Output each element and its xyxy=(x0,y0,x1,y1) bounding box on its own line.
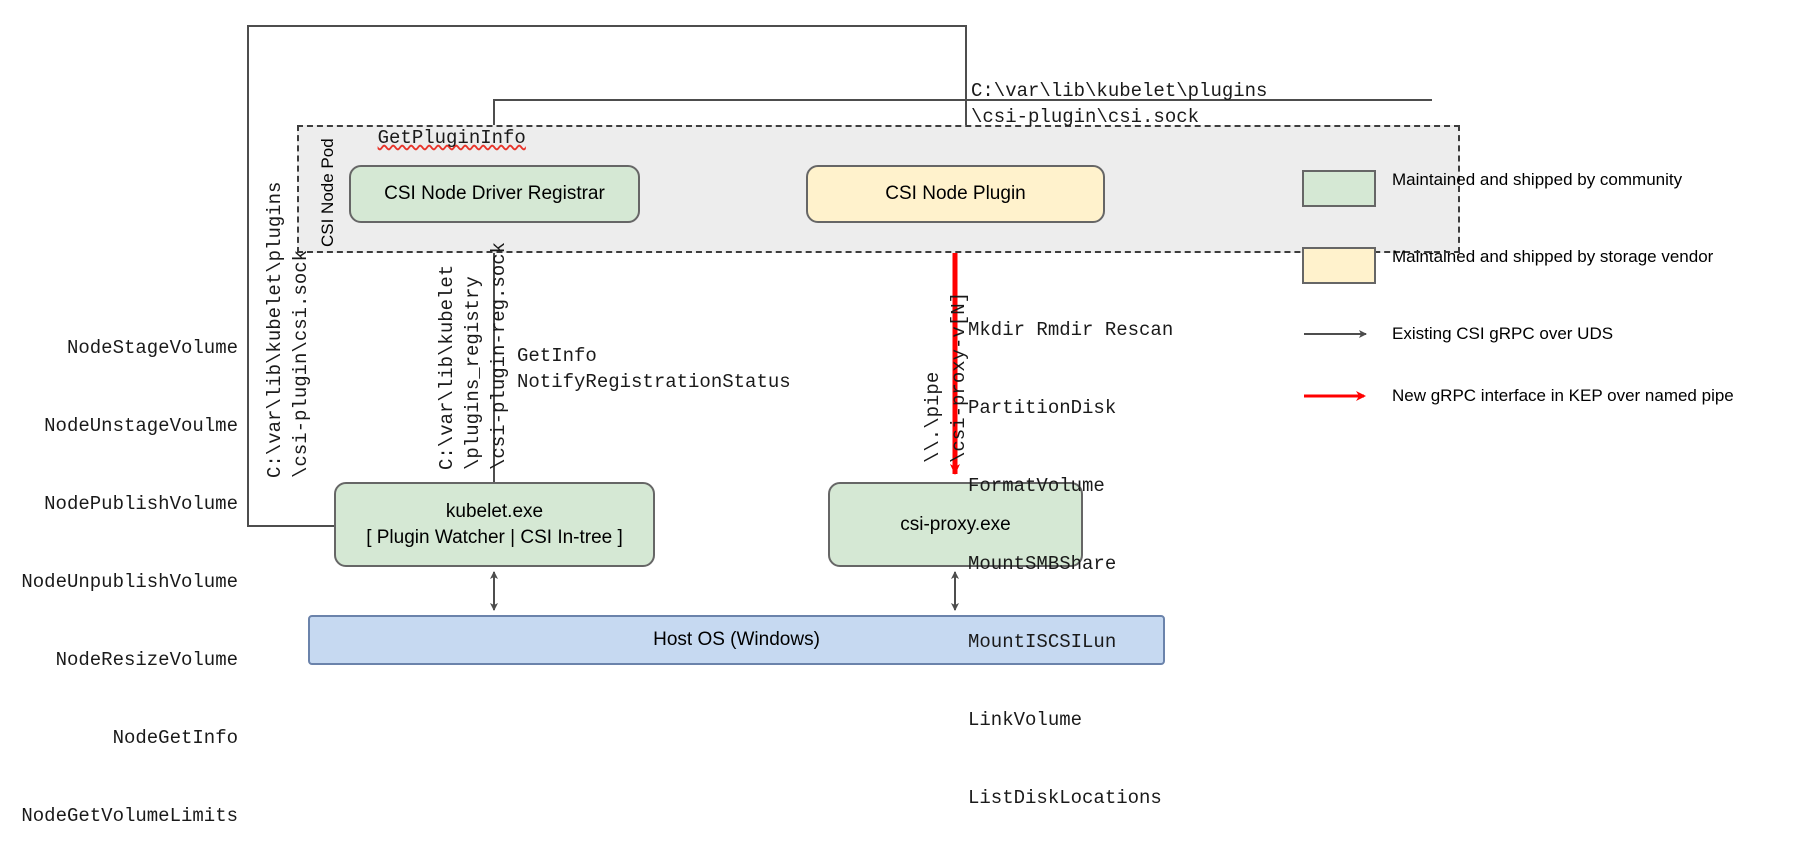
list-node-service-calls: NodeStageVolume NodeUnstageVoulme NodePu… xyxy=(10,283,238,842)
legend-swatch-green-wrap xyxy=(1300,168,1378,207)
legend-label-vendor: Maintained and shipped by storage vendor xyxy=(1392,247,1714,266)
legend-item-new-grpc: New gRPC interface in KEP over named pip… xyxy=(1300,384,1800,408)
csi-proxy-call-item: PartitionDisk xyxy=(968,397,1117,419)
legend-arrow-red-wrap xyxy=(1300,384,1378,406)
legend-swatch-green-icon xyxy=(1302,170,1376,207)
legend: Maintained and shipped by community Main… xyxy=(1300,168,1800,446)
legend-arrow-gray-wrap xyxy=(1300,322,1378,344)
legend-item-community: Maintained and shipped by community xyxy=(1300,168,1800,207)
box-kubelet-exe-sublabel: [ Plugin Watcher | CSI In-tree ] xyxy=(366,526,623,548)
node-call-item: NodeUnpublishVolume xyxy=(21,571,238,593)
label-plugin-socket-path: C:\var\lib\kubelet\plugins \csi-plugin\c… xyxy=(971,80,1268,128)
box-kubelet-exe[interactable]: kubelet.exe [ Plugin Watcher | CSI In-tr… xyxy=(334,482,655,567)
node-call-item: NodeGetVolumeLimits xyxy=(21,805,238,827)
legend-label-community: Maintained and shipped by community xyxy=(1392,170,1683,189)
node-call-item: NodeResizeVolume xyxy=(55,649,238,671)
list-csi-proxy-calls: Mkdir Rmdir Rescan PartitionDisk FormatV… xyxy=(968,265,1173,842)
label-get-plugin-info-text: GetPluginInfo xyxy=(377,127,526,149)
box-csi-proxy-exe[interactable]: csi-proxy.exe xyxy=(828,482,1083,567)
box-csi-proxy-exe-label: csi-proxy.exe xyxy=(900,513,1011,535)
label-csi-socket-path-vertical: C:\var\lib\kubelet\plugins \csi-plugin\c… xyxy=(264,181,312,478)
label-get-plugin-info: GetPluginInfo xyxy=(332,99,526,177)
csi-proxy-call-item: Mkdir Rmdir Rescan xyxy=(968,319,1174,341)
node-call-item: NodeGetInfo xyxy=(112,727,238,749)
box-csi-node-plugin[interactable]: CSI Node Plugin xyxy=(806,165,1105,223)
label-registration-calls: GetInfo NotifyRegistrationStatus xyxy=(517,345,791,393)
legend-item-existing-grpc: Existing CSI gRPC over UDS xyxy=(1300,322,1800,346)
node-call-item: NodeStageVolume xyxy=(66,337,238,359)
csi-proxy-call-item: FormatVolume xyxy=(968,475,1105,497)
csi-proxy-call-item: MountSMBShare xyxy=(968,553,1117,575)
box-host-os[interactable]: Host OS (Windows) xyxy=(308,615,1165,665)
node-call-item: NodeUnstageVoulme xyxy=(44,415,238,437)
legend-arrow-gray-icon xyxy=(1304,330,1367,338)
legend-label-existing-grpc: Existing CSI gRPC over UDS xyxy=(1392,324,1614,343)
box-kubelet-exe-label: kubelet.exe xyxy=(445,500,544,522)
box-csi-node-plugin-label: CSI Node Plugin xyxy=(885,183,1026,204)
node-call-item: NodePublishVolume xyxy=(44,493,238,515)
csi-proxy-call-item: MountISCSILun xyxy=(968,631,1117,653)
csi-proxy-call-item: ListDiskLocations xyxy=(968,787,1162,809)
box-host-os-label: Host OS (Windows) xyxy=(653,629,820,650)
box-csi-node-driver-registrar[interactable]: CSI Node Driver Registrar xyxy=(349,165,640,223)
label-registry-socket-path-vertical: C:\var\lib\kubelet \plugins_registry \cs… xyxy=(436,241,510,470)
legend-item-vendor: Maintained and shipped by storage vendor xyxy=(1300,245,1800,284)
label-named-pipe-vertical: \\.\pipe \csi-proxy-v[N] xyxy=(922,291,970,463)
legend-arrow-red-icon xyxy=(1304,391,1366,401)
legend-swatch-yellow-wrap xyxy=(1300,245,1378,284)
box-csi-node-driver-registrar-label: CSI Node Driver Registrar xyxy=(384,183,605,204)
csi-proxy-call-item: LinkVolume xyxy=(968,709,1083,731)
legend-swatch-yellow-icon xyxy=(1302,247,1376,284)
legend-label-new-grpc: New gRPC interface in KEP over named pip… xyxy=(1392,386,1734,405)
